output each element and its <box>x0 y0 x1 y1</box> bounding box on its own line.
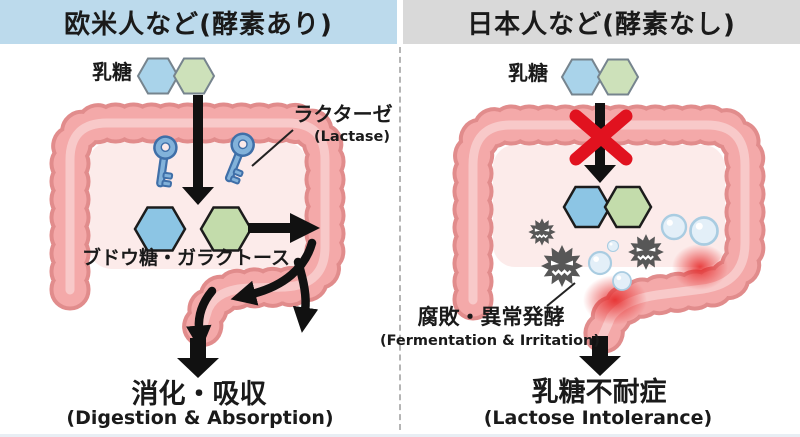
red-x-icon <box>569 109 633 166</box>
left-panel-title: 欧米人など(酵素あり) <box>64 9 333 40</box>
glucose-hexagon-icon <box>133 206 187 252</box>
lactose-molecule-icon <box>136 57 216 95</box>
down-arrow-icon <box>579 336 621 376</box>
gas-bubble-icon <box>612 271 632 291</box>
down-arrow-icon <box>182 95 214 205</box>
lactase-label-en: (Lactase) <box>313 129 391 145</box>
right-panel-title: 日本人など(酵素なし) <box>467 9 736 40</box>
panel-divider <box>399 47 401 430</box>
undigested-lactose-icon <box>562 185 653 229</box>
sugars-label: ブドウ糖・ガラクトース <box>81 247 291 269</box>
inflammation-glow <box>583 275 647 325</box>
gas-bubble-icon <box>689 216 719 246</box>
lactose-molecule-icon <box>560 58 640 96</box>
flow-curve-arrow-icon <box>186 286 217 352</box>
lactose-label: 乳糖 <box>92 60 132 84</box>
gas-bubble-icon <box>606 239 620 253</box>
down-arrow-icon <box>177 338 219 378</box>
lactose-label: 乳糖 <box>508 61 548 85</box>
galactose-hexagon-icon <box>596 58 640 96</box>
flow-curve-arrow-icon <box>292 257 319 333</box>
gas-bubble-icon <box>587 250 613 276</box>
inflammation-glow <box>672 244 728 290</box>
glucose-hexagon-icon <box>562 185 612 229</box>
flow-curve-arrow-icon <box>230 238 317 306</box>
lactase-pointer-line <box>251 129 294 167</box>
galactose-hexagon-icon <box>603 185 653 229</box>
lactase-label-jp: ラクターゼ <box>293 102 393 126</box>
lactase-key-icon <box>224 132 255 185</box>
intolerance-label-en: (Lactose Intolerance) <box>483 407 713 429</box>
galactose-hexagon-icon <box>172 57 216 95</box>
fermentation-label-en: (Fermentation & Irritation) <box>379 333 601 349</box>
gas-bubble-icon <box>660 213 688 241</box>
bottom-edge-strip <box>0 434 800 437</box>
lactase-key-icon <box>153 135 178 188</box>
digestion-label-en: (Digestion & Absorption) <box>66 407 334 429</box>
left-panel-header: 欧米人など(酵素あり) <box>0 0 397 44</box>
fermentation-label-jp: 腐敗・異常発酵 <box>417 305 565 329</box>
fermentation-pointer-line <box>546 282 576 307</box>
glucose-hexagon-icon <box>560 58 604 96</box>
digestion-label-jp: 消化・吸収 <box>131 379 267 410</box>
intolerance-label-jp: 乳糖不耐症 <box>531 377 667 408</box>
left-panel-illustration <box>49 57 346 378</box>
right-panel-header: 日本人など(酵素なし) <box>403 0 800 44</box>
